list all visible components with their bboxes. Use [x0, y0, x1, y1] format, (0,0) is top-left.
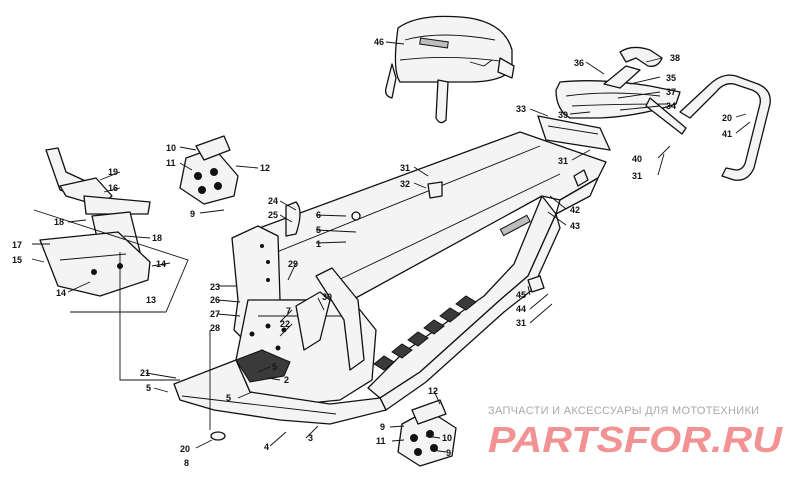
callout-38: 38 [670, 53, 680, 63]
callout-22: 22 [280, 319, 290, 329]
callout-6: 6 [316, 210, 321, 220]
callout-18: 18 [152, 233, 162, 243]
callout-10: 10 [166, 143, 176, 153]
callout-5: 5 [146, 383, 151, 393]
watermark-logo-text: PARTSFOR.RU [488, 419, 783, 460]
callout-29: 29 [288, 259, 298, 269]
callout-42: 42 [570, 205, 580, 215]
tunnel-cutouts [373, 295, 477, 371]
callout-9: 9 [190, 209, 195, 219]
callout-43: 43 [570, 221, 580, 231]
callout-36: 36 [574, 58, 584, 68]
callout-19: 19 [108, 167, 118, 177]
callout-10: 10 [442, 433, 452, 443]
callout-44: 44 [516, 304, 526, 314]
callout-5: 5 [272, 362, 277, 372]
callout-35: 35 [666, 73, 676, 83]
mount-plate-upper [179, 135, 239, 205]
callout-21: 21 [140, 368, 150, 378]
watermark-logo: PARTSFOR.RU [488, 419, 783, 460]
callout-11: 11 [376, 436, 386, 446]
callout-31: 31 [400, 163, 410, 173]
callout-26: 26 [210, 295, 220, 305]
callout-25: 25 [268, 210, 278, 220]
callout-31: 31 [516, 318, 526, 328]
callout-31: 31 [558, 156, 568, 166]
callout-11: 11 [166, 158, 176, 168]
callout-31: 31 [632, 171, 642, 181]
hardware [210, 181, 545, 441]
seat-cushion [384, 15, 515, 124]
footrest-bracket-left [39, 147, 151, 297]
callout-40: 40 [632, 154, 642, 164]
callout-8: 8 [184, 458, 189, 468]
callout-13: 13 [146, 295, 156, 305]
callout-3: 3 [308, 433, 313, 443]
callout-labels: 46 38 36 35 37 34 33 39 31 20 41 40 31 1… [12, 37, 732, 468]
leader-lines [31, 41, 751, 453]
front-bulkhead [173, 225, 387, 425]
callout-17: 17 [12, 240, 22, 250]
callout-46: 46 [374, 37, 384, 47]
callout-9: 9 [380, 422, 385, 432]
footrest-group-box [33, 209, 189, 313]
callout-30: 30 [322, 292, 332, 302]
callout-39: 39 [558, 110, 568, 120]
callout-27: 27 [210, 309, 220, 319]
callout-12: 12 [260, 163, 270, 173]
callout-12: 12 [428, 386, 438, 396]
callout-15: 15 [12, 255, 22, 265]
callout-14: 14 [56, 288, 66, 298]
callout-33: 33 [516, 104, 526, 114]
callout-1: 1 [316, 239, 321, 249]
callout-45: 45 [516, 290, 526, 300]
callout-16: 16 [108, 183, 118, 193]
callout-41: 41 [722, 129, 732, 139]
callout-14: 14 [156, 259, 166, 269]
callout-9: 9 [446, 448, 451, 458]
callout-28: 28 [210, 323, 220, 333]
callout-5: 5 [316, 225, 321, 235]
rear-rack [537, 46, 687, 151]
callout-18: 18 [54, 217, 64, 227]
callout-20: 20 [180, 444, 190, 454]
callout-23: 23 [210, 282, 220, 292]
callout-7: 7 [286, 306, 291, 316]
callout-34: 34 [666, 101, 676, 111]
watermark-caption: ЗАПЧАСТИ И АКСЕССУАРЫ ДЛЯ МОТОТЕХНИКИ [488, 405, 760, 417]
callout-32: 32 [400, 179, 410, 189]
callout-4: 4 [264, 442, 269, 452]
chassis-tunnel [231, 131, 607, 411]
callout-20: 20 [722, 113, 732, 123]
mount-plate-lower [397, 399, 457, 467]
callout-37: 37 [666, 87, 676, 97]
rear-bumper [679, 74, 771, 181]
callout-24: 24 [268, 196, 278, 206]
callout-5: 5 [226, 393, 231, 403]
callout-2: 2 [284, 375, 289, 385]
